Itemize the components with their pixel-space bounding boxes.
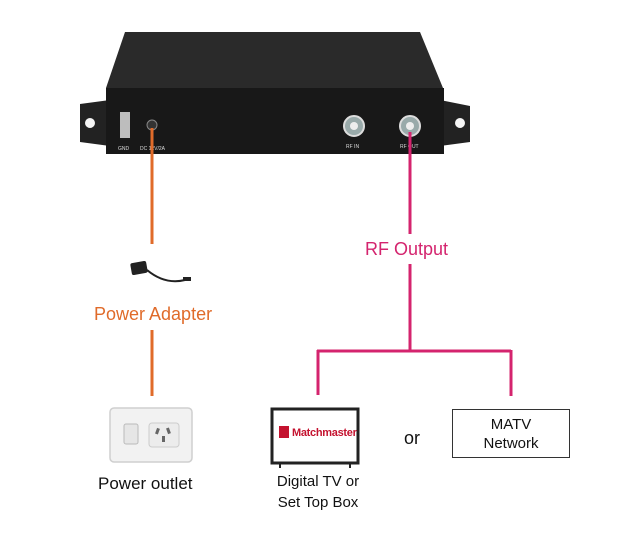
rf-output-label: RF Output [365,239,449,259]
device-top-surface [106,32,443,88]
modulator-device: GND DC 12V/2A RF IN RF OUT [80,32,470,154]
gnd-port [120,112,130,138]
power-outlet-icon [109,407,193,463]
digital-tv-label-line2: Set Top Box [277,494,359,511]
digital-tv-label: Digital TV or Set Top Box [266,471,370,513]
gnd-port-label: GND [118,146,130,152]
power-outlet-label: Power outlet [98,474,193,493]
tv-icon [270,407,360,468]
rf-in-port-label: RF IN [346,144,359,150]
power-adapter-icon [130,261,191,283]
matv-network-box: MATV Network [452,409,570,458]
tv-brand-logo: Matchmaster [292,427,357,439]
matv-label-line1: MATV [490,415,532,433]
power-adapter-label: Power Adapter [94,304,213,324]
or-label: or [404,428,421,448]
matv-label-line2: Network [483,434,539,452]
digital-tv-label-line1: Digital TV or [276,473,360,490]
device-front-panel [106,88,444,154]
